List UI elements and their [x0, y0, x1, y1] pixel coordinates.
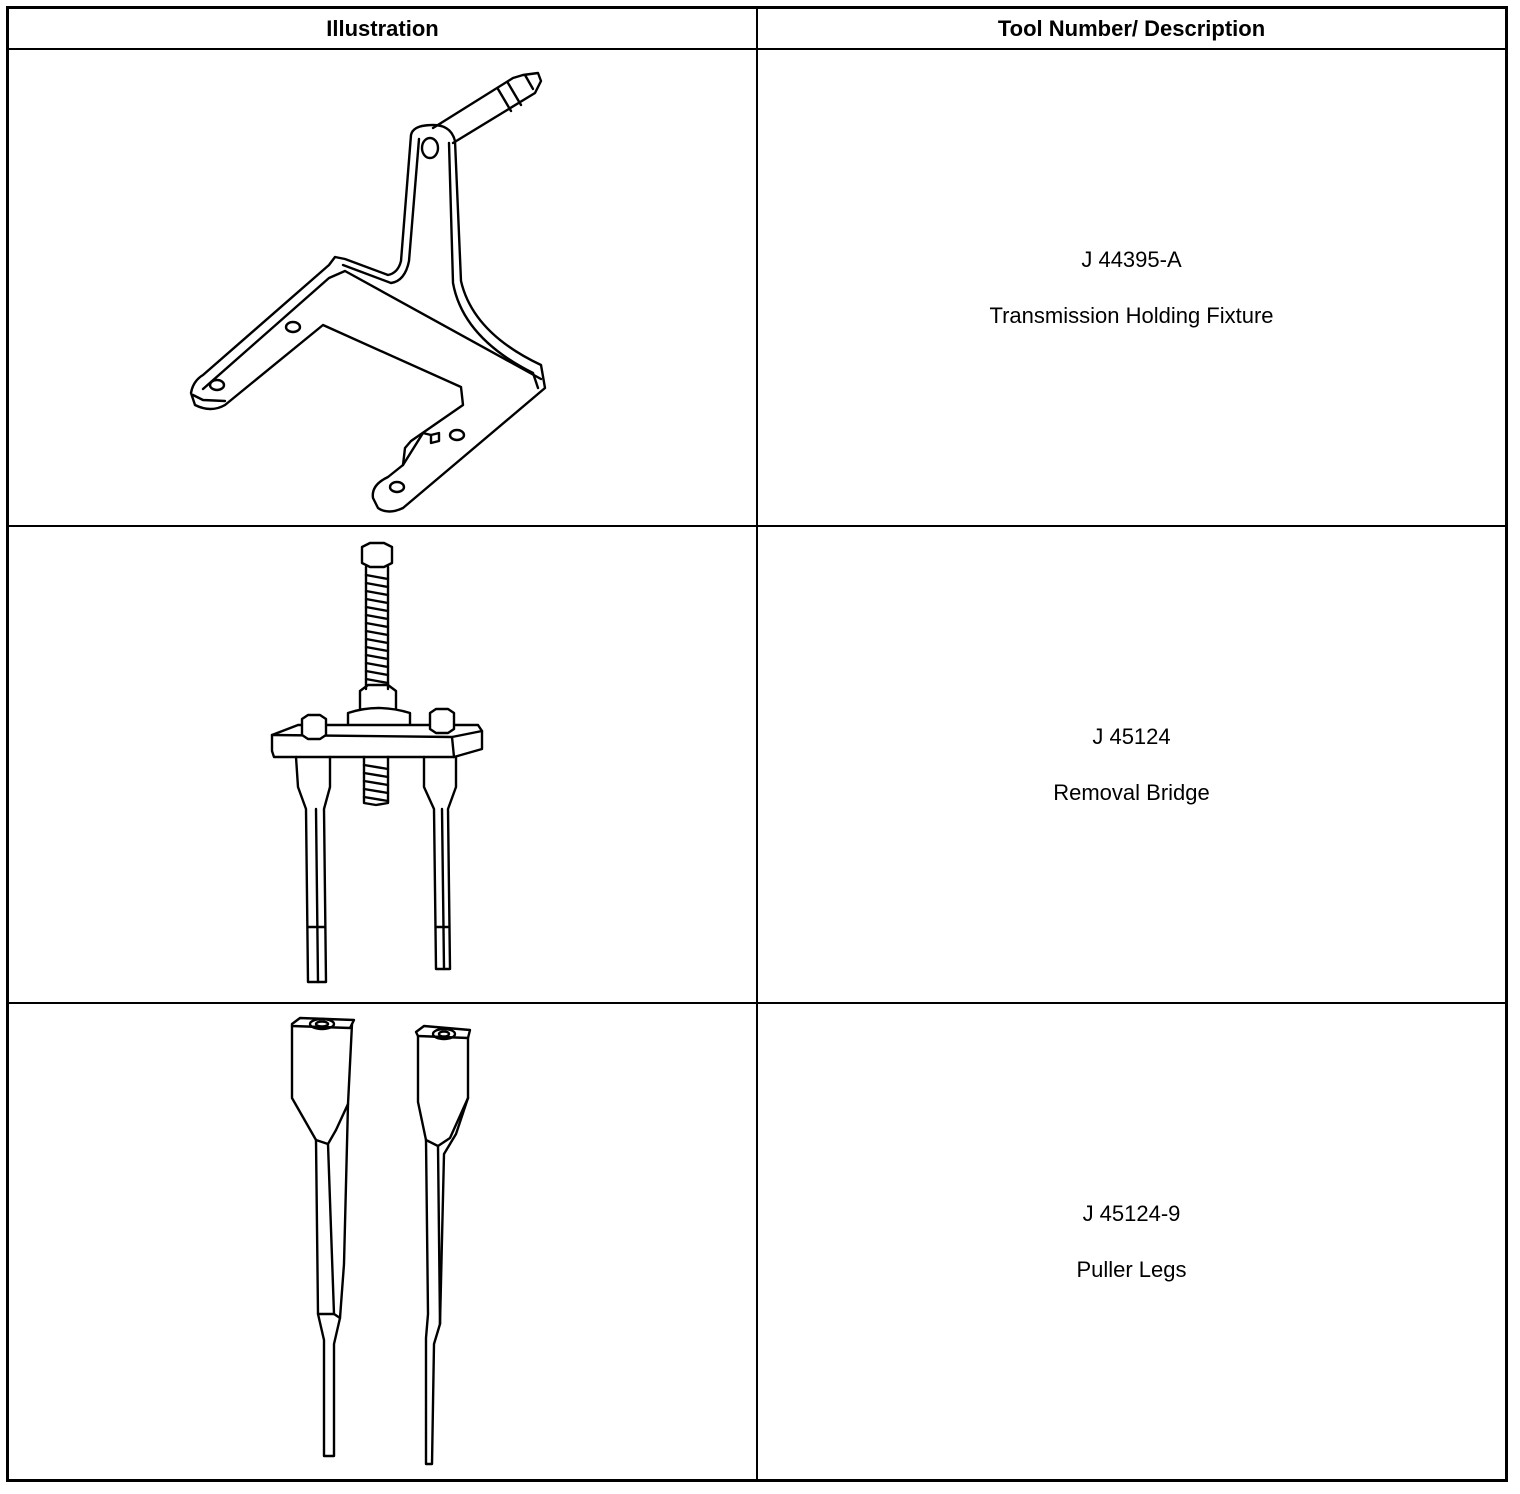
holding-fixture-illustration [189, 71, 546, 513]
table-row: J 45124-9 Puller Legs [6, 1002, 1508, 1482]
special-tools-table: Illustration Tool Number/ Description [6, 6, 1508, 1482]
description-cell: J 44395-A Transmission Holding Fixture [756, 48, 1508, 527]
column-header-description: Tool Number/ Description [756, 6, 1508, 50]
tool-number: J 45124-9 [1082, 1200, 1181, 1226]
description-cell: J 45124 Removal Bridge [756, 525, 1508, 1004]
tool-description: Transmission Holding Fixture [989, 302, 1274, 328]
column-header-illustration: Illustration [6, 6, 758, 50]
illustration-cell [6, 525, 758, 1004]
illustration-cell [6, 48, 758, 527]
tool-number: J 44395-A [1081, 246, 1182, 272]
tool-description: Puller Legs [1076, 1256, 1187, 1282]
removal-bridge-illustration [270, 541, 483, 983]
tool-number: J 45124 [1092, 723, 1171, 749]
illustration-cell [6, 1002, 758, 1482]
description-cell: J 45124-9 Puller Legs [756, 1002, 1508, 1482]
puller-legs-illustration [290, 1016, 471, 1465]
table-row: J 45124 Removal Bridge [6, 525, 1508, 1004]
table-row: J 44395-A Transmission Holding Fixture [6, 48, 1508, 527]
table-header-row: Illustration Tool Number/ Description [6, 6, 1508, 50]
tool-description: Removal Bridge [1053, 779, 1210, 805]
